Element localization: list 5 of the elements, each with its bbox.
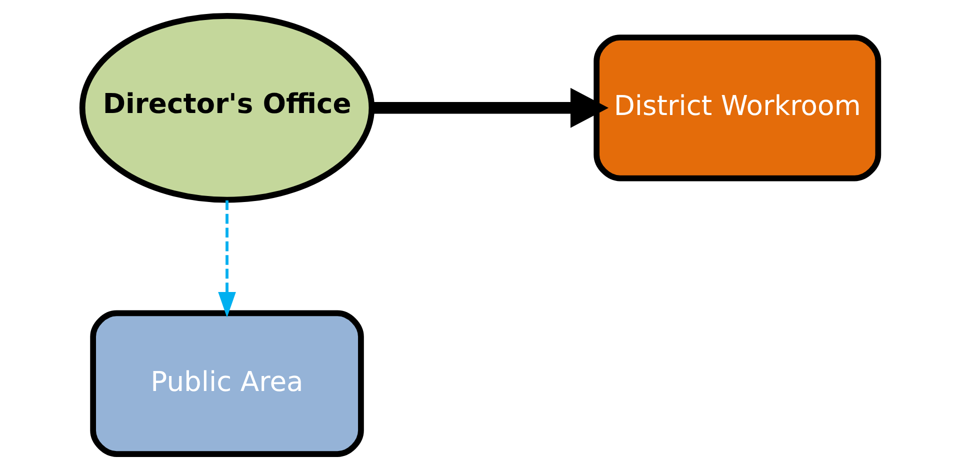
node-box: Public Area bbox=[90, 310, 364, 457]
arrow bbox=[371, 88, 608, 128]
node-ellipse: Director's Office bbox=[78, 13, 374, 203]
node-box: District Workroom bbox=[593, 34, 881, 182]
arrow bbox=[218, 200, 236, 318]
